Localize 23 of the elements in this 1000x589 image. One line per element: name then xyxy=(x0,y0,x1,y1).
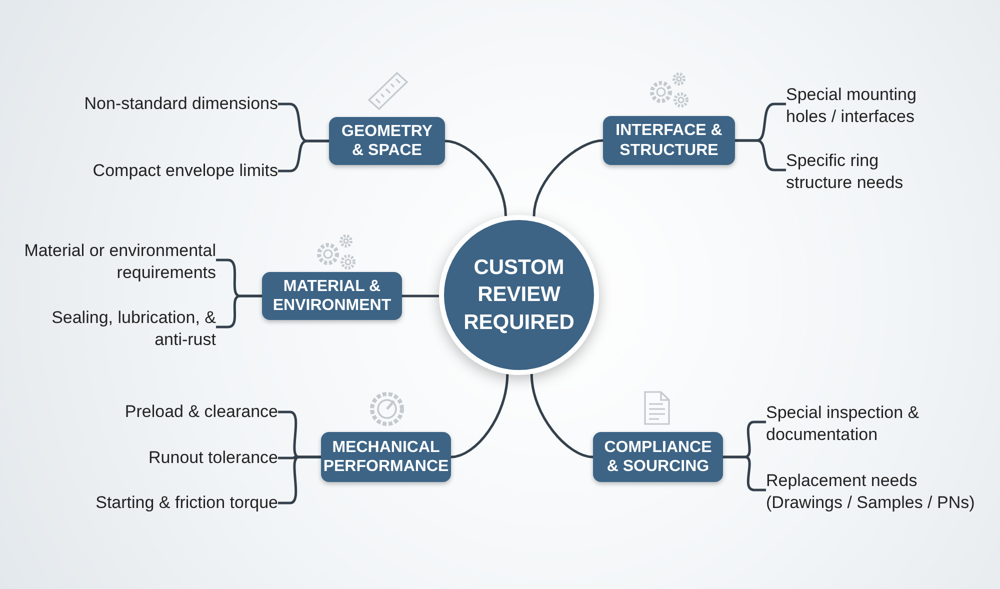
item-text: Runout tolerance xyxy=(60,445,278,471)
connector-line xyxy=(402,294,439,298)
item-text: Sealing, lubrication, & anti-rust xyxy=(30,305,216,353)
connector-line xyxy=(530,374,594,458)
category-box: INTERFACE & STRUCTURE xyxy=(603,116,735,165)
item-text: Replacement needs (Drawings / Samples / PNs) xyxy=(766,468,998,516)
category-box: COMPLIANCE & SOURCING xyxy=(593,432,723,482)
connector-line xyxy=(735,139,786,172)
category-box: GEOMETRY & SPACE xyxy=(329,117,445,165)
item-text: Compact envelope limits xyxy=(50,158,278,184)
category-box: MATERIAL & ENVIRONMENT xyxy=(262,272,402,320)
item-text: Preload & clearance xyxy=(60,399,278,425)
item-text: Material or environmental requirements xyxy=(2,238,216,286)
item-text: Starting & friction torque xyxy=(60,490,278,516)
item-text: Specific ring structure needs xyxy=(786,148,946,196)
connector-line xyxy=(444,140,507,216)
item-text: Special inspection & documentation xyxy=(766,400,966,448)
connector-line xyxy=(450,374,509,458)
item-text: Non-standard dimensions xyxy=(50,91,278,117)
item-text: Special mounting holes / interfaces xyxy=(786,82,946,130)
connector-line xyxy=(532,139,604,217)
category-box: MECHANICAL PERFORMANCE xyxy=(321,432,451,482)
connector-line xyxy=(278,140,329,172)
